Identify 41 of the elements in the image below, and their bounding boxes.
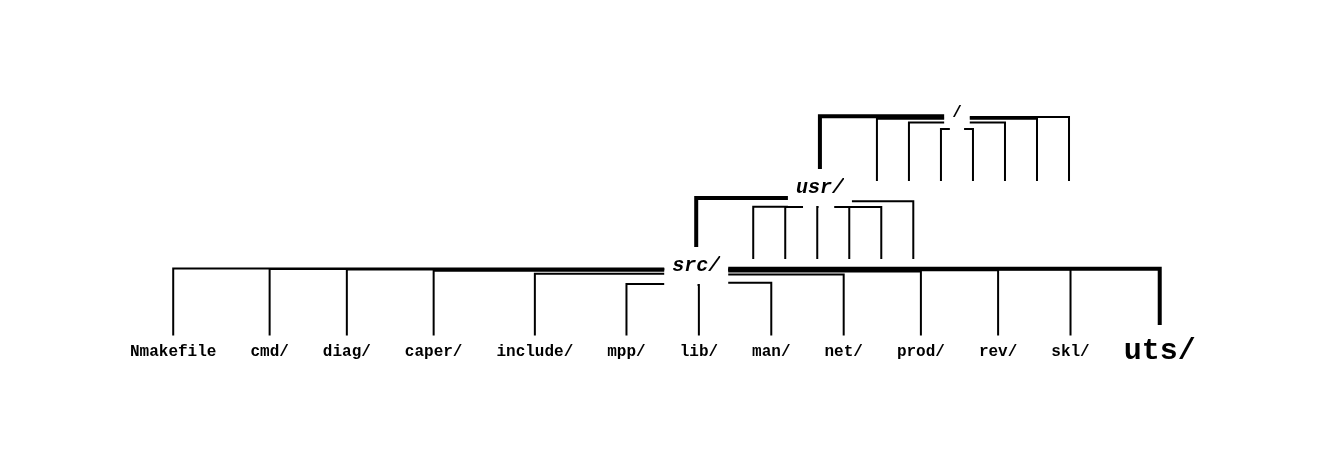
tree-line bbox=[876, 117, 946, 182]
tree-line bbox=[268, 267, 666, 336]
tree-line bbox=[940, 127, 951, 182]
folder-label: cmd/ bbox=[250, 342, 289, 360]
folder-label: man/ bbox=[752, 342, 791, 360]
folder-label: / bbox=[952, 103, 962, 122]
tree-line bbox=[833, 205, 851, 260]
tree-line bbox=[818, 113, 945, 169]
folder-label: skl/ bbox=[1051, 342, 1090, 360]
tree-line bbox=[851, 199, 915, 260]
folder-label: mpp/ bbox=[607, 342, 646, 360]
tree-line bbox=[345, 268, 666, 336]
tree-line bbox=[625, 282, 666, 336]
tree-line bbox=[848, 205, 883, 260]
folder-label: uts/ bbox=[1123, 333, 1196, 368]
folder-label: rev/ bbox=[979, 342, 1018, 360]
tree-line bbox=[968, 115, 1071, 182]
tree-line bbox=[784, 205, 805, 260]
tree-line bbox=[963, 127, 975, 182]
folder-label: src/ bbox=[672, 253, 721, 277]
folder-label: prod/ bbox=[897, 342, 946, 360]
tree-line bbox=[728, 266, 1162, 325]
tree-line bbox=[534, 272, 666, 336]
folder-label: caper/ bbox=[404, 342, 463, 360]
tree-line bbox=[694, 195, 789, 247]
tree-line bbox=[816, 205, 820, 260]
folder-label: usr/ bbox=[796, 175, 845, 199]
tree-line bbox=[727, 270, 922, 336]
tree-line bbox=[432, 269, 666, 336]
tree-line bbox=[172, 266, 666, 336]
folder-label: include/ bbox=[496, 342, 574, 360]
tree-line bbox=[727, 272, 845, 336]
tree-line bbox=[968, 117, 1039, 182]
tree-line bbox=[696, 283, 700, 336]
folder-label: diag/ bbox=[322, 342, 371, 360]
folder-label: lib/ bbox=[679, 342, 719, 360]
folder-label: Nmakefile bbox=[130, 342, 217, 360]
tree-line bbox=[727, 281, 773, 336]
tree-line bbox=[968, 121, 1007, 182]
folder-label: net/ bbox=[824, 342, 863, 360]
tree-line bbox=[908, 121, 946, 182]
